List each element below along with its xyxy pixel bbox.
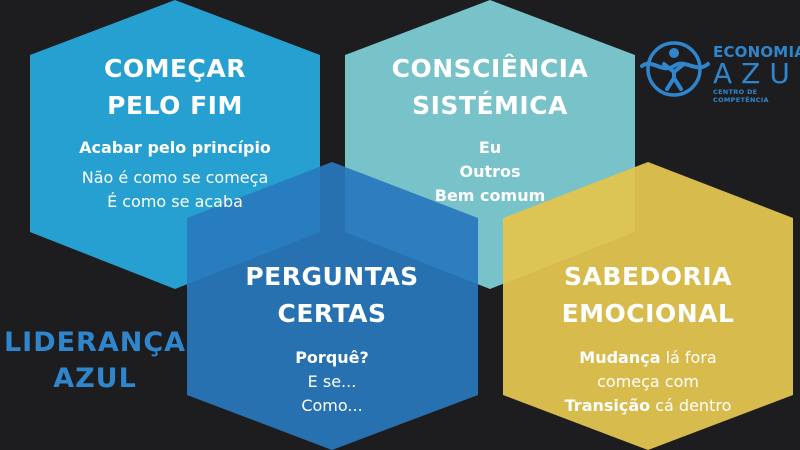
hex-br-title-line-2: EMOCIONAL <box>561 299 735 328</box>
hex-tr-line-3: Bem comum <box>434 186 546 205</box>
hex-tr-line-2: Outros <box>459 162 521 181</box>
hexagon-sabedoria-emocional <box>503 162 793 450</box>
leadership-line-1: LIDERANÇA <box>3 327 187 358</box>
hex-br-text: SABEDORIA EMOCIONAL Mudança lá fora come… <box>518 258 778 418</box>
hex-br-line-1: Mudança lá fora <box>518 346 778 370</box>
logo-figure-icon <box>640 41 710 97</box>
logo-name-bottom: AZUL <box>713 57 800 90</box>
hex-br-title-line-1: SABEDORIA <box>564 262 732 291</box>
hex-br-line-1-bold: Mudança <box>579 348 661 367</box>
hex-tr-line-1: Eu <box>478 138 502 157</box>
hex-tr-text: CONSCIÊNCIA SISTÉMICA Eu Outros Bem comu… <box>360 50 620 208</box>
hex-tl-title-line-1: COMEÇAR <box>103 54 246 83</box>
hex-br-line-3-rest: cá dentro <box>650 396 732 415</box>
hex-bl-line-2: E se... <box>307 372 357 391</box>
economia-azul-logo: ECONOMIA AZUL CENTRO DE COMPETÊNCIA <box>640 38 800 104</box>
hex-bl-line-3: Como... <box>301 396 363 415</box>
hex-br-line-3-bold: Transição <box>564 396 651 415</box>
hex-br-line-2: começa com <box>597 372 699 391</box>
hex-tl-line-2: É como se acaba <box>107 192 243 211</box>
logo-name-top: ECONOMIA <box>713 43 800 61</box>
hex-tl-line-1: Não é como se começa <box>81 168 269 187</box>
hex-tr-title-line-2: SISTÉMICA <box>412 91 568 120</box>
logo-tagline: CENTRO DE COMPETÊNCIA <box>713 88 769 104</box>
hex-tl-subtitle: Acabar pelo princípio <box>79 138 271 157</box>
leadership-label: LIDERANÇA AZUL <box>0 325 190 397</box>
hex-bl-title-line-2: CERTAS <box>277 299 387 328</box>
hex-tl-text: COMEÇAR PELO FIM Acabar pelo princípio N… <box>55 50 295 214</box>
hex-tr-title-line-1: CONSCIÊNCIA <box>391 54 589 83</box>
hex-br-line-1-rest: lá fora <box>660 348 717 367</box>
leadership-line-2: AZUL <box>53 363 137 394</box>
hex-tl-title-line-2: PELO FIM <box>107 91 243 120</box>
hexagon-perguntas-certas <box>187 162 478 450</box>
hex-bl-title-line-1: PERGUNTAS <box>245 262 419 291</box>
hex-br-line-3: Transição cá dentro <box>518 394 778 418</box>
hex-bl-text: PERGUNTAS CERTAS Porquê? E se... Como... <box>212 258 452 418</box>
hex-bl-line-1: Porquê? <box>295 348 369 367</box>
